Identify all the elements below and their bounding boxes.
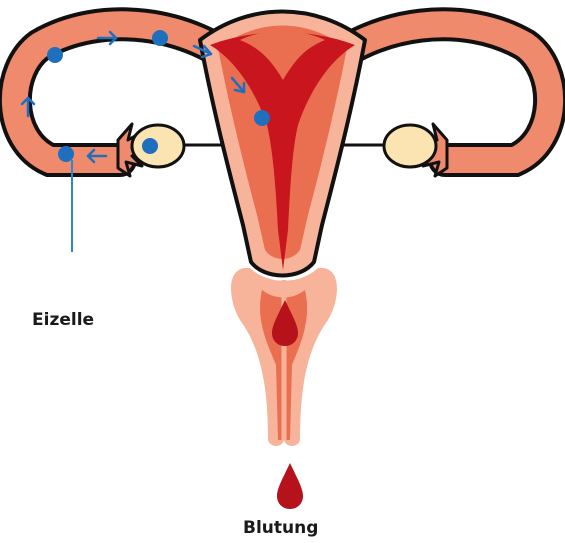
uterus (200, 12, 365, 276)
vagina (231, 268, 337, 446)
falling-blood-drop-icon (277, 463, 303, 509)
right-ovary (384, 125, 436, 167)
egg-cell-icon (58, 146, 74, 162)
egg-cell-icon (152, 30, 168, 46)
egg-cell-icon (47, 47, 63, 63)
egg-cell-label: Eizelle (32, 312, 94, 329)
egg-cell-icon (142, 138, 158, 154)
bleeding-label: Blutung (243, 520, 318, 537)
egg-cell-icon (254, 110, 270, 126)
